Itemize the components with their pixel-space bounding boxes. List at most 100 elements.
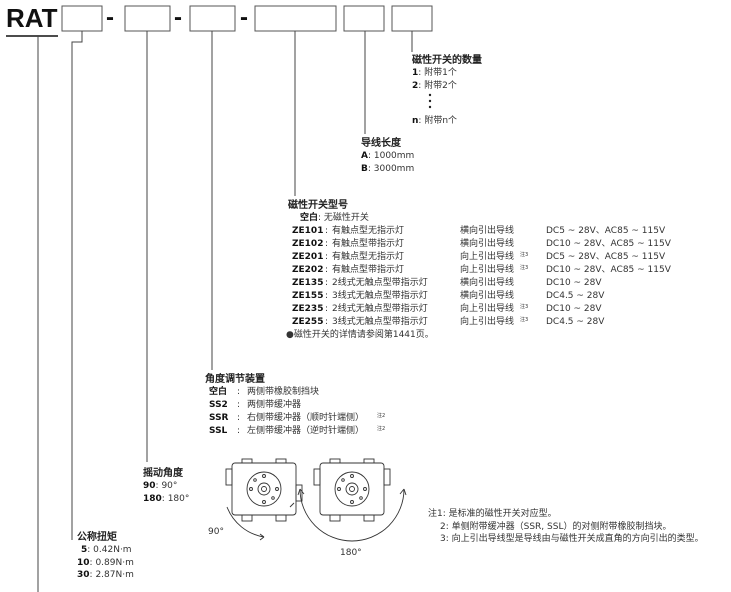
angle-adjust-title: 角度调节装置 [205, 374, 265, 385]
switch-model-colon: : [325, 225, 329, 236]
switch-model-note: 注3 [520, 316, 529, 323]
switch-model-code: ZE202 [292, 264, 324, 275]
switch-model-desc: 有触点型无指示灯 [332, 225, 405, 236]
separator-1: - [106, 4, 114, 31]
angle-adjust-code: 空白 [209, 387, 228, 397]
angle-label-180: 180° [340, 548, 362, 558]
switch-model-footnote: ●磁性开关的详情请参阅第1441页。 [286, 329, 434, 340]
note-2: 2: 单侧附带缓冲器（SSR, SSL）的对侧附带橡胶制挡块。 [440, 521, 672, 532]
torque-item: 5: 0.42N·m [81, 545, 132, 555]
switch-model-desc: 2线式无触点型带指示灯 [332, 303, 428, 314]
torque-item: 30: 2.87N·m [77, 570, 134, 580]
angle-adjust-section: 角度调节装置 空白: 两侧带橡胶制挡块 SS2: 两侧带缓冲器 SSR: 右侧带缓冲器（顺… [205, 373, 385, 438]
series-code: RAT [6, 3, 58, 33]
switch-model-code: ZE201 [292, 251, 324, 262]
switch-model-wiring: 向上引出导线 [460, 316, 515, 327]
angle-adjust-text: 两侧带橡胶制挡块 [247, 387, 320, 397]
box-angle [189, 5, 236, 32]
switch-qty-title: 磁性开关的数量 [412, 55, 482, 66]
actuator-figures: 90° 180° [208, 458, 407, 558]
switch-model-spec: DC4.5 ~ 28V [546, 290, 605, 301]
switch-model-colon: : [325, 277, 329, 288]
swing-angle-title: 摇动角度 [143, 468, 183, 479]
angle-adjust-item: 空白: 两侧带橡胶制挡块 [205, 386, 319, 399]
angle-adjust-text: 左侧带缓冲器（逆时针端侧） [247, 426, 365, 436]
lead-length-item: A: 1000mm [361, 151, 415, 161]
switch-model-note: 注3 [520, 303, 529, 310]
angle-adjust-colon: : [237, 387, 241, 397]
lead-length-section: 导线长度 A: 1000mm B: 3000mm [361, 137, 414, 175]
switch-model-code: ZE102 [292, 238, 324, 249]
actuator-figure-90 [225, 458, 303, 541]
switch-qty-section: 磁性开关的数量 1: 附带1个 2: 附带2个 n: 附带n个 [412, 54, 482, 128]
box-switch-model [254, 5, 337, 32]
torque-section: 公称扭矩 5: 0.42N·m 10: 0.89N·m 30: 2.87N·m [77, 531, 134, 582]
switch-model-code: ZE101 [292, 225, 324, 236]
switch-model-blank: 空白: 无磁性开关 [300, 213, 369, 223]
angle-adjust-item: SSL: 左侧带缓冲器（逆时针端侧） 注2 [205, 425, 385, 438]
angle-adjust-note: 注2 [377, 413, 386, 419]
box-torque [61, 5, 103, 32]
switch-model-code: ZE135 [292, 277, 324, 288]
angle-adjust-item: SSR: 右侧带缓冲器（顺时针端侧） 注2 [205, 412, 385, 425]
switch-model-colon: : [325, 303, 329, 314]
switch-model-code: ZE155 [292, 290, 324, 301]
switch-model-colon: : [325, 251, 329, 262]
switch-model-wiring: 向上引出导线 [460, 264, 515, 275]
angle-adjust-code: SSR [209, 413, 229, 423]
torque-title: 公称扭矩 [77, 532, 117, 543]
switch-model-wiring: 向上引出导线 [460, 303, 515, 314]
switch-model-desc: 有触点型无指示灯 [332, 251, 405, 262]
torque-item: 10: 0.89N·m [77, 557, 134, 568]
switch-model-colon: : [325, 316, 329, 327]
angle-adjust-code: SS2 [209, 400, 228, 410]
switch-model-desc: 3线式无触点型带指示灯 [332, 316, 428, 327]
note-1: 注1: 是标准的磁性开关对应型。 [428, 509, 557, 519]
angle-adjust-text: 两侧带缓冲器 [247, 400, 302, 410]
angle-adjust-note: 注2 [377, 426, 386, 432]
angle-adjust-colon: : [237, 413, 241, 423]
switch-model-desc: 有触点型带指示灯 [332, 238, 405, 249]
angle-adjust-list: 空白: 两侧带橡胶制挡块 SS2: 两侧带缓冲器 SSR: 右侧带缓冲器（顺时针端侧） 注2… [205, 386, 385, 438]
switch-model-desc: 有触点型带指示灯 [332, 264, 405, 275]
switch-model-title: 磁性开关型号 [288, 200, 348, 211]
switch-model-colon: : [325, 290, 329, 301]
switch-model-wiring: 横向引出导线 [460, 238, 515, 249]
angle-adjust-colon: : [237, 400, 241, 410]
switch-model-row: ZE255:3线式无触点型带指示灯 向上引出导线注3 DC4.5 ~ 28V [288, 316, 708, 329]
switch-model-spec: DC10 ~ 28V、AC85 ~ 115V [546, 238, 671, 249]
actuator-figure-180 [297, 458, 407, 542]
swing-angle-section: 摇动角度 90: 90° 180: 180° [143, 467, 189, 505]
switch-qty-item: 2: 附带2个 [412, 80, 457, 91]
notes-section: 注1: 是标准的磁性开关对应型。 2: 单侧附带缓冲器（SSR, SSL）的对侧… [428, 508, 704, 546]
switch-model-row: ZE102:有触点型带指示灯 横向引出导线 DC10 ~ 28V、AC85 ~ 11… [288, 238, 708, 251]
switch-model-wiring: 横向引出导线 [460, 277, 515, 288]
switch-model-colon: : [325, 238, 329, 249]
switch-model-wiring: 横向引出导线 [460, 290, 515, 301]
separator-3: - [240, 4, 248, 31]
angle-label-90: 90° [208, 527, 224, 537]
switch-model-spec: DC4.5 ~ 28V [546, 316, 605, 327]
box-qty [391, 5, 433, 32]
switch-model-code: ZE255 [292, 316, 324, 327]
switch-model-desc: 2线式无触点型带指示灯 [332, 277, 428, 288]
angle-adjust-text: 右侧带缓冲器（顺时针端侧） [247, 413, 365, 423]
angle-adjust-code: SSL [209, 426, 228, 436]
lead-length-item: B: 3000mm [361, 163, 415, 174]
switch-model-spec: DC10 ~ 28V [546, 303, 602, 314]
switch-qty-item: n: 附带n个 [412, 116, 458, 126]
lead-length-title: 导线长度 [361, 138, 401, 149]
switch-model-spec: DC5 ~ 28V、AC85 ~ 115V [546, 225, 666, 236]
angle-adjust-colon: : [237, 426, 241, 436]
switch-qty-item: 1: 附带1个 [412, 68, 457, 78]
switch-model-spec: DC10 ~ 28V、AC85 ~ 115V [546, 264, 671, 275]
